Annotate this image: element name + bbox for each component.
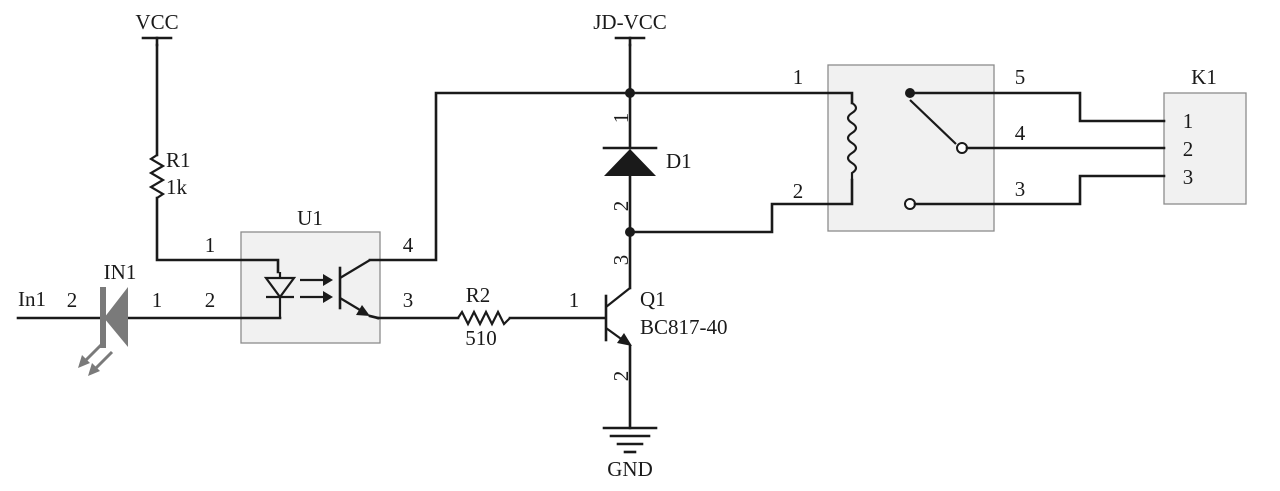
in1-indicator-pin1-label: 1 — [152, 288, 163, 312]
r1-ref-label: R1 — [166, 148, 191, 172]
relay-pin2-label: 2 — [793, 179, 804, 203]
d1-pin2-label: 2 — [609, 201, 633, 212]
k1-pin2-label: 2 — [1183, 137, 1194, 161]
in1-pin2-label: 2 — [67, 288, 78, 312]
r2-value-label: 510 — [465, 326, 497, 350]
in1-indicator-ref-label: IN1 — [104, 260, 137, 284]
d1-pin1-label: 1 — [609, 113, 633, 124]
k1-pin1-label: 1 — [1183, 109, 1194, 133]
u1-pin3-label: 3 — [403, 288, 414, 312]
wire-relay-coil-pin2 — [628, 178, 854, 234]
gnd-label: GND — [607, 457, 653, 481]
transistor-q1 — [604, 287, 632, 346]
q1-pin2-label: 2 — [609, 371, 633, 382]
u1-pin1-label: 1 — [205, 233, 216, 257]
q1-pin1-label: 1 — [569, 288, 580, 312]
relay-coil — [846, 102, 858, 180]
wire-r1-u1-pin1 — [155, 196, 280, 274]
d1-ref-label: D1 — [666, 149, 692, 173]
q1-ref-label: Q1 — [640, 287, 666, 311]
u1-ref-label: U1 — [297, 206, 323, 230]
k1-pin3-label: 3 — [1183, 165, 1194, 189]
wire-relay-pin5-k1-pin1 — [913, 91, 1166, 123]
indicator-led-in1 — [78, 287, 128, 376]
ground-symbol — [602, 426, 658, 454]
u1-pin4-label: 4 — [403, 233, 414, 257]
q1-part-label: BC817-40 — [640, 315, 728, 339]
resistor-r2 — [457, 309, 511, 327]
k1-ref-label: K1 — [1191, 65, 1217, 89]
wire-relay-pin3-k1-pin3 — [913, 174, 1166, 206]
optocoupler-phototransistor — [338, 259, 380, 320]
optocoupler-led — [263, 272, 297, 318]
r2-ref-label: R2 — [466, 283, 491, 307]
optocoupler-light-arrows — [300, 274, 333, 303]
connector-k1-body — [1163, 92, 1247, 205]
jd-vcc-label: JD-VCC — [593, 10, 667, 34]
relay-pin4-label: 4 — [1015, 121, 1026, 145]
u1-pin2-label: 2 — [205, 288, 216, 312]
relay-pin3-label: 3 — [1015, 177, 1026, 201]
relay-pin5-label: 5 — [1015, 65, 1026, 89]
r1-value-label: 1k — [166, 175, 188, 199]
q1-pin3-label: 3 — [609, 255, 633, 266]
in1-net-label: In1 — [18, 287, 46, 311]
resistor-r1 — [148, 154, 166, 199]
relay-pin1-label: 1 — [793, 65, 804, 89]
optocoupler-u1-body — [240, 231, 381, 344]
wire-relay-coil-pin1 — [628, 91, 854, 105]
wire-u1-pin4-supply — [368, 91, 632, 262]
vcc-label: VCC — [135, 10, 178, 34]
flyback-diode-d1 — [602, 146, 658, 176]
